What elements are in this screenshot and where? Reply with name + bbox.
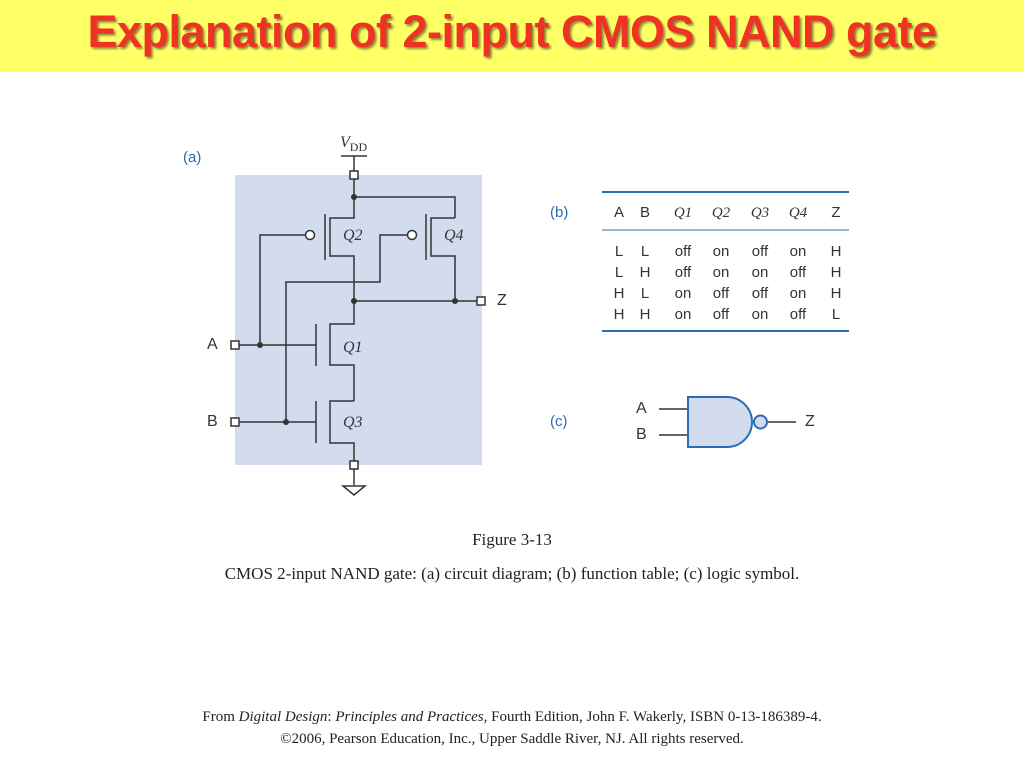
table-header-cell: B <box>640 204 650 221</box>
footer-colon: : <box>327 709 336 725</box>
table-cell: L <box>832 306 840 323</box>
table-cell: on <box>790 285 807 302</box>
table-cell: on <box>675 306 692 323</box>
junction-top <box>351 194 357 200</box>
terminals <box>230 170 486 470</box>
table-cell: off <box>675 243 692 260</box>
table-cell: L <box>615 243 623 260</box>
vdd-subscript: DD <box>350 140 368 154</box>
input-a-terminal <box>230 340 240 350</box>
ground-terminal <box>349 460 359 470</box>
symbol-input-b-label: B <box>636 426 647 443</box>
panel-label-b: (b) <box>550 204 568 221</box>
transistor-label-q3: Q3 <box>343 414 363 431</box>
junction-output-left <box>351 298 357 304</box>
table-cell: H <box>831 264 842 281</box>
input-b-terminal <box>230 417 240 427</box>
table-cell: on <box>675 285 692 302</box>
q4-bubble <box>406 229 418 241</box>
footer-source: From Digital Design: Principles and Prac… <box>0 709 1024 726</box>
circuit-background <box>235 175 482 465</box>
table-cell: on <box>713 264 730 281</box>
slide-title: Explanation of 2-input CMOS NAND gate <box>87 6 937 57</box>
table-cell: on <box>790 243 807 260</box>
table-cell: off <box>790 306 807 323</box>
footer-book-title: Digital Design <box>238 709 328 725</box>
table-header-cell: Q1 <box>674 205 692 221</box>
top-rail <box>354 196 456 218</box>
nand-output-bubble <box>753 414 768 430</box>
table-cell: off <box>713 285 730 302</box>
vdd-symbol: V <box>340 134 352 151</box>
table-cell: off <box>752 243 769 260</box>
nand-gate-body <box>687 396 753 448</box>
q3-channel <box>329 400 355 461</box>
symbol-wires <box>659 408 796 436</box>
circuit-input-a-label: A <box>207 336 218 353</box>
table-cell: H <box>614 285 625 302</box>
table-cell: L <box>641 285 649 302</box>
junctions <box>257 194 458 425</box>
table-cell: off <box>713 306 730 323</box>
junction-output-right <box>452 298 458 304</box>
ground-symbol <box>340 485 368 496</box>
footer-book-subtitle: Principles and Practices <box>335 709 484 725</box>
panel-label-a: (a) <box>183 149 201 166</box>
table-cell: L <box>641 243 649 260</box>
vdd-terminal <box>349 170 359 180</box>
table-cell: L <box>615 264 623 281</box>
figure-caption: CMOS 2-input NAND gate: (a) circuit diag… <box>224 564 800 583</box>
vdd-label: VDD <box>340 134 367 154</box>
table-cell: H <box>831 243 842 260</box>
table-cell: off <box>752 285 769 302</box>
table-header-cell: A <box>614 204 624 221</box>
table-cell: H <box>640 264 651 281</box>
transistor-label-q4: Q4 <box>444 227 464 244</box>
footer-from: From <box>202 709 239 725</box>
q1-channel <box>329 301 355 401</box>
q2-channel <box>329 197 355 301</box>
output-terminal <box>476 296 486 306</box>
symbol-input-a-label: A <box>636 400 647 417</box>
q2-gate-wire <box>259 234 305 345</box>
table-cell: H <box>640 306 651 323</box>
table-cell: H <box>614 306 625 323</box>
q4-gate-wire <box>285 234 407 422</box>
table-header-cell: Z <box>831 204 840 221</box>
transistor-label-q1: Q1 <box>343 339 363 356</box>
junction-b <box>283 419 289 425</box>
table-header-cell: Q2 <box>712 205 731 221</box>
table-cell: on <box>752 306 769 323</box>
logic-symbol: (c) A B Z <box>550 396 815 448</box>
table-cell: off <box>675 264 692 281</box>
circuit-input-b-label: B <box>207 413 218 430</box>
table-cell: H <box>831 285 842 302</box>
table-cell: off <box>790 264 807 281</box>
q4-channel <box>430 217 456 301</box>
table-cell: on <box>752 264 769 281</box>
circuit-output-label: Z <box>497 292 507 309</box>
q2-bubble <box>304 229 316 241</box>
footer-rest: , Fourth Edition, John F. Wakerly, ISBN … <box>483 709 822 725</box>
junction-a <box>257 342 263 348</box>
title-bar <box>0 0 1024 72</box>
table-header-cell: Q3 <box>751 205 769 221</box>
transistor-label-q2: Q2 <box>343 227 363 244</box>
figure-number: Figure 3-13 <box>472 530 552 549</box>
circuit-diagram: (a) VDD <box>183 134 507 496</box>
table-cell: on <box>713 243 730 260</box>
symbol-output-label: Z <box>805 413 815 430</box>
circuit-wires <box>239 155 477 496</box>
table-header-cell: Q4 <box>789 205 808 221</box>
footer-copyright: ©2006, Pearson Education, Inc., Upper Sa… <box>280 731 744 747</box>
panel-label-c: (c) <box>550 413 568 430</box>
